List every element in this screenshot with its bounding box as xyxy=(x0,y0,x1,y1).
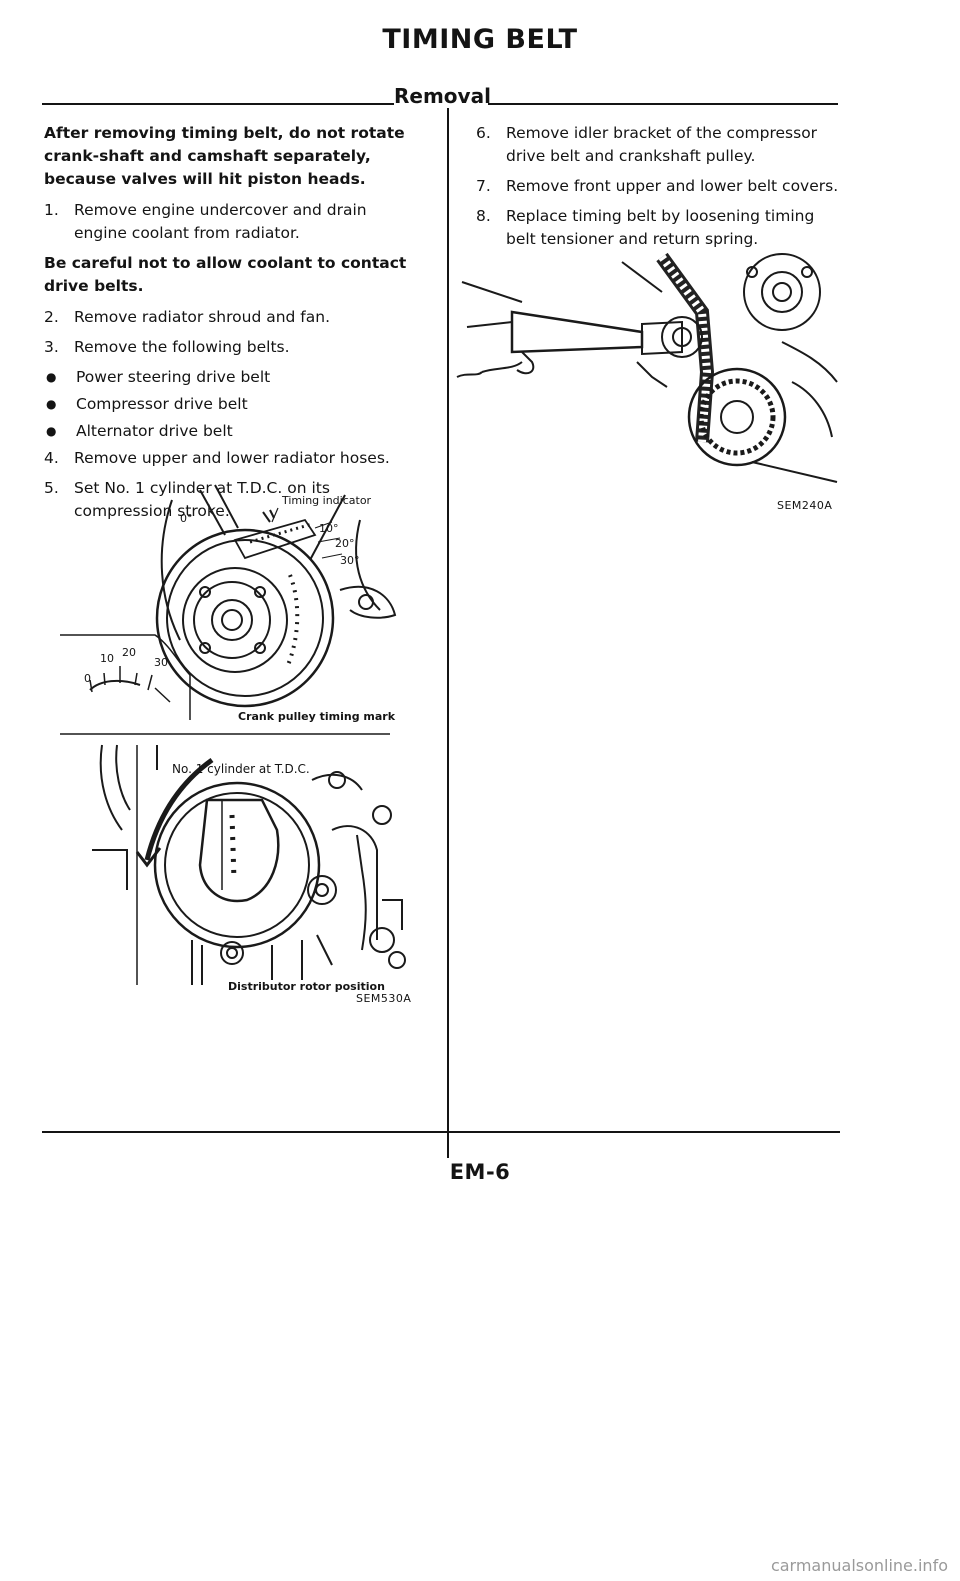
step-text: Remove idler bracket of the compressor d… xyxy=(506,124,818,165)
scale-30-label: 30 xyxy=(154,656,168,669)
step-text: Remove engine undercover and drain engin… xyxy=(74,201,367,242)
step-number: 1. xyxy=(44,201,59,219)
crank-pulley-drawing xyxy=(60,484,397,735)
step-8: 8. Replace timing belt by loosening timi… xyxy=(476,205,846,251)
tensioner-figure xyxy=(452,252,842,492)
step-3: 3. Remove the following belts. xyxy=(44,336,424,359)
step-number: 3. xyxy=(44,338,59,356)
right-column: 6. Remove idler bracket of the compresso… xyxy=(476,122,846,258)
section-title: Removal xyxy=(394,84,491,108)
step-number: 5. xyxy=(44,479,59,497)
step-number: 7. xyxy=(476,177,491,195)
distributor-drawing xyxy=(92,744,406,985)
step-text: Set No. 1 cylinder at T.D.C. on its comp… xyxy=(74,479,330,520)
step-text: Remove radiator shroud and fan. xyxy=(74,308,330,326)
crank-pulley-caption: Crank pulley timing mark xyxy=(238,710,396,723)
step-text: Remove upper and lower radiator hoses. xyxy=(74,449,390,467)
bullet-dot-icon: ● xyxy=(46,424,57,438)
step-number: 6. xyxy=(476,124,491,142)
degree-10-label: 10° xyxy=(319,522,339,535)
distributor-figure xyxy=(82,740,422,990)
crank-pulley-figure xyxy=(60,480,420,735)
page-number: EM-6 xyxy=(449,1160,511,1184)
step-number: 8. xyxy=(476,207,491,225)
step-6: 6. Remove idler bracket of the compresso… xyxy=(476,122,846,168)
step-number: 2. xyxy=(44,308,59,326)
warning-text: After removing timing belt, do not rotat… xyxy=(44,124,405,188)
degree-20-label: 20° xyxy=(335,537,355,550)
step-text: Remove front upper and lower belt covers… xyxy=(506,177,839,195)
step-4: 4. Remove upper and lower radiator hoses… xyxy=(44,447,424,470)
timing-indicator-label: Timing indicator xyxy=(282,494,372,507)
bullet-text: Compressor drive belt xyxy=(76,395,248,413)
bullet-text: Alternator drive belt xyxy=(76,422,233,440)
caution-text: Be careful not to allow coolant to conta… xyxy=(44,254,407,295)
degree-0-label: 0° xyxy=(180,512,193,525)
tensioner-drawing xyxy=(456,252,838,483)
step-text: Remove the following belts. xyxy=(74,338,290,356)
footer-watermark: carmanualsonline.info xyxy=(770,1556,948,1575)
rotor-position-caption: Distributor rotor position xyxy=(228,980,385,993)
bullet-item: ● Compressor drive belt xyxy=(44,393,424,416)
section-rule-left xyxy=(42,103,394,105)
page-title: TIMING BELT xyxy=(382,24,578,55)
bottom-rule xyxy=(42,1131,840,1133)
column-divider xyxy=(447,108,449,1158)
bullet-item: ● Power steering drive belt xyxy=(44,366,424,389)
step-text: Replace timing belt by loosening timing … xyxy=(506,207,815,248)
step-5: 5. Set No. 1 cylinder at T.D.C. on its c… xyxy=(44,477,424,523)
step-1: 1. Remove engine undercover and drain en… xyxy=(44,199,424,245)
tdc-label: No. 1 cylinder at T.D.C. xyxy=(172,762,310,776)
left-column: After removing timing belt, do not rotat… xyxy=(44,122,424,530)
bullet-dot-icon: ● xyxy=(46,397,57,411)
step-7: 7. Remove front upper and lower belt cov… xyxy=(476,175,846,198)
bullet-text: Power steering drive belt xyxy=(76,368,271,386)
step-2: 2. Remove radiator shroud and fan. xyxy=(44,306,424,329)
section-rule-right xyxy=(488,103,838,105)
scale-20-label: 20 xyxy=(122,646,136,659)
degree-30-label: 30° xyxy=(340,554,360,567)
scale-0-label: 0 xyxy=(84,672,91,685)
step-number: 4. xyxy=(44,449,59,467)
figure-code-sem240a: SEM240A xyxy=(777,499,833,512)
scale-10-label: 10 xyxy=(100,652,114,665)
bullet-item: ● Alternator drive belt xyxy=(44,420,424,443)
figure-code-sem530a: SEM530A xyxy=(356,992,412,1005)
bullet-dot-icon: ● xyxy=(46,370,57,384)
